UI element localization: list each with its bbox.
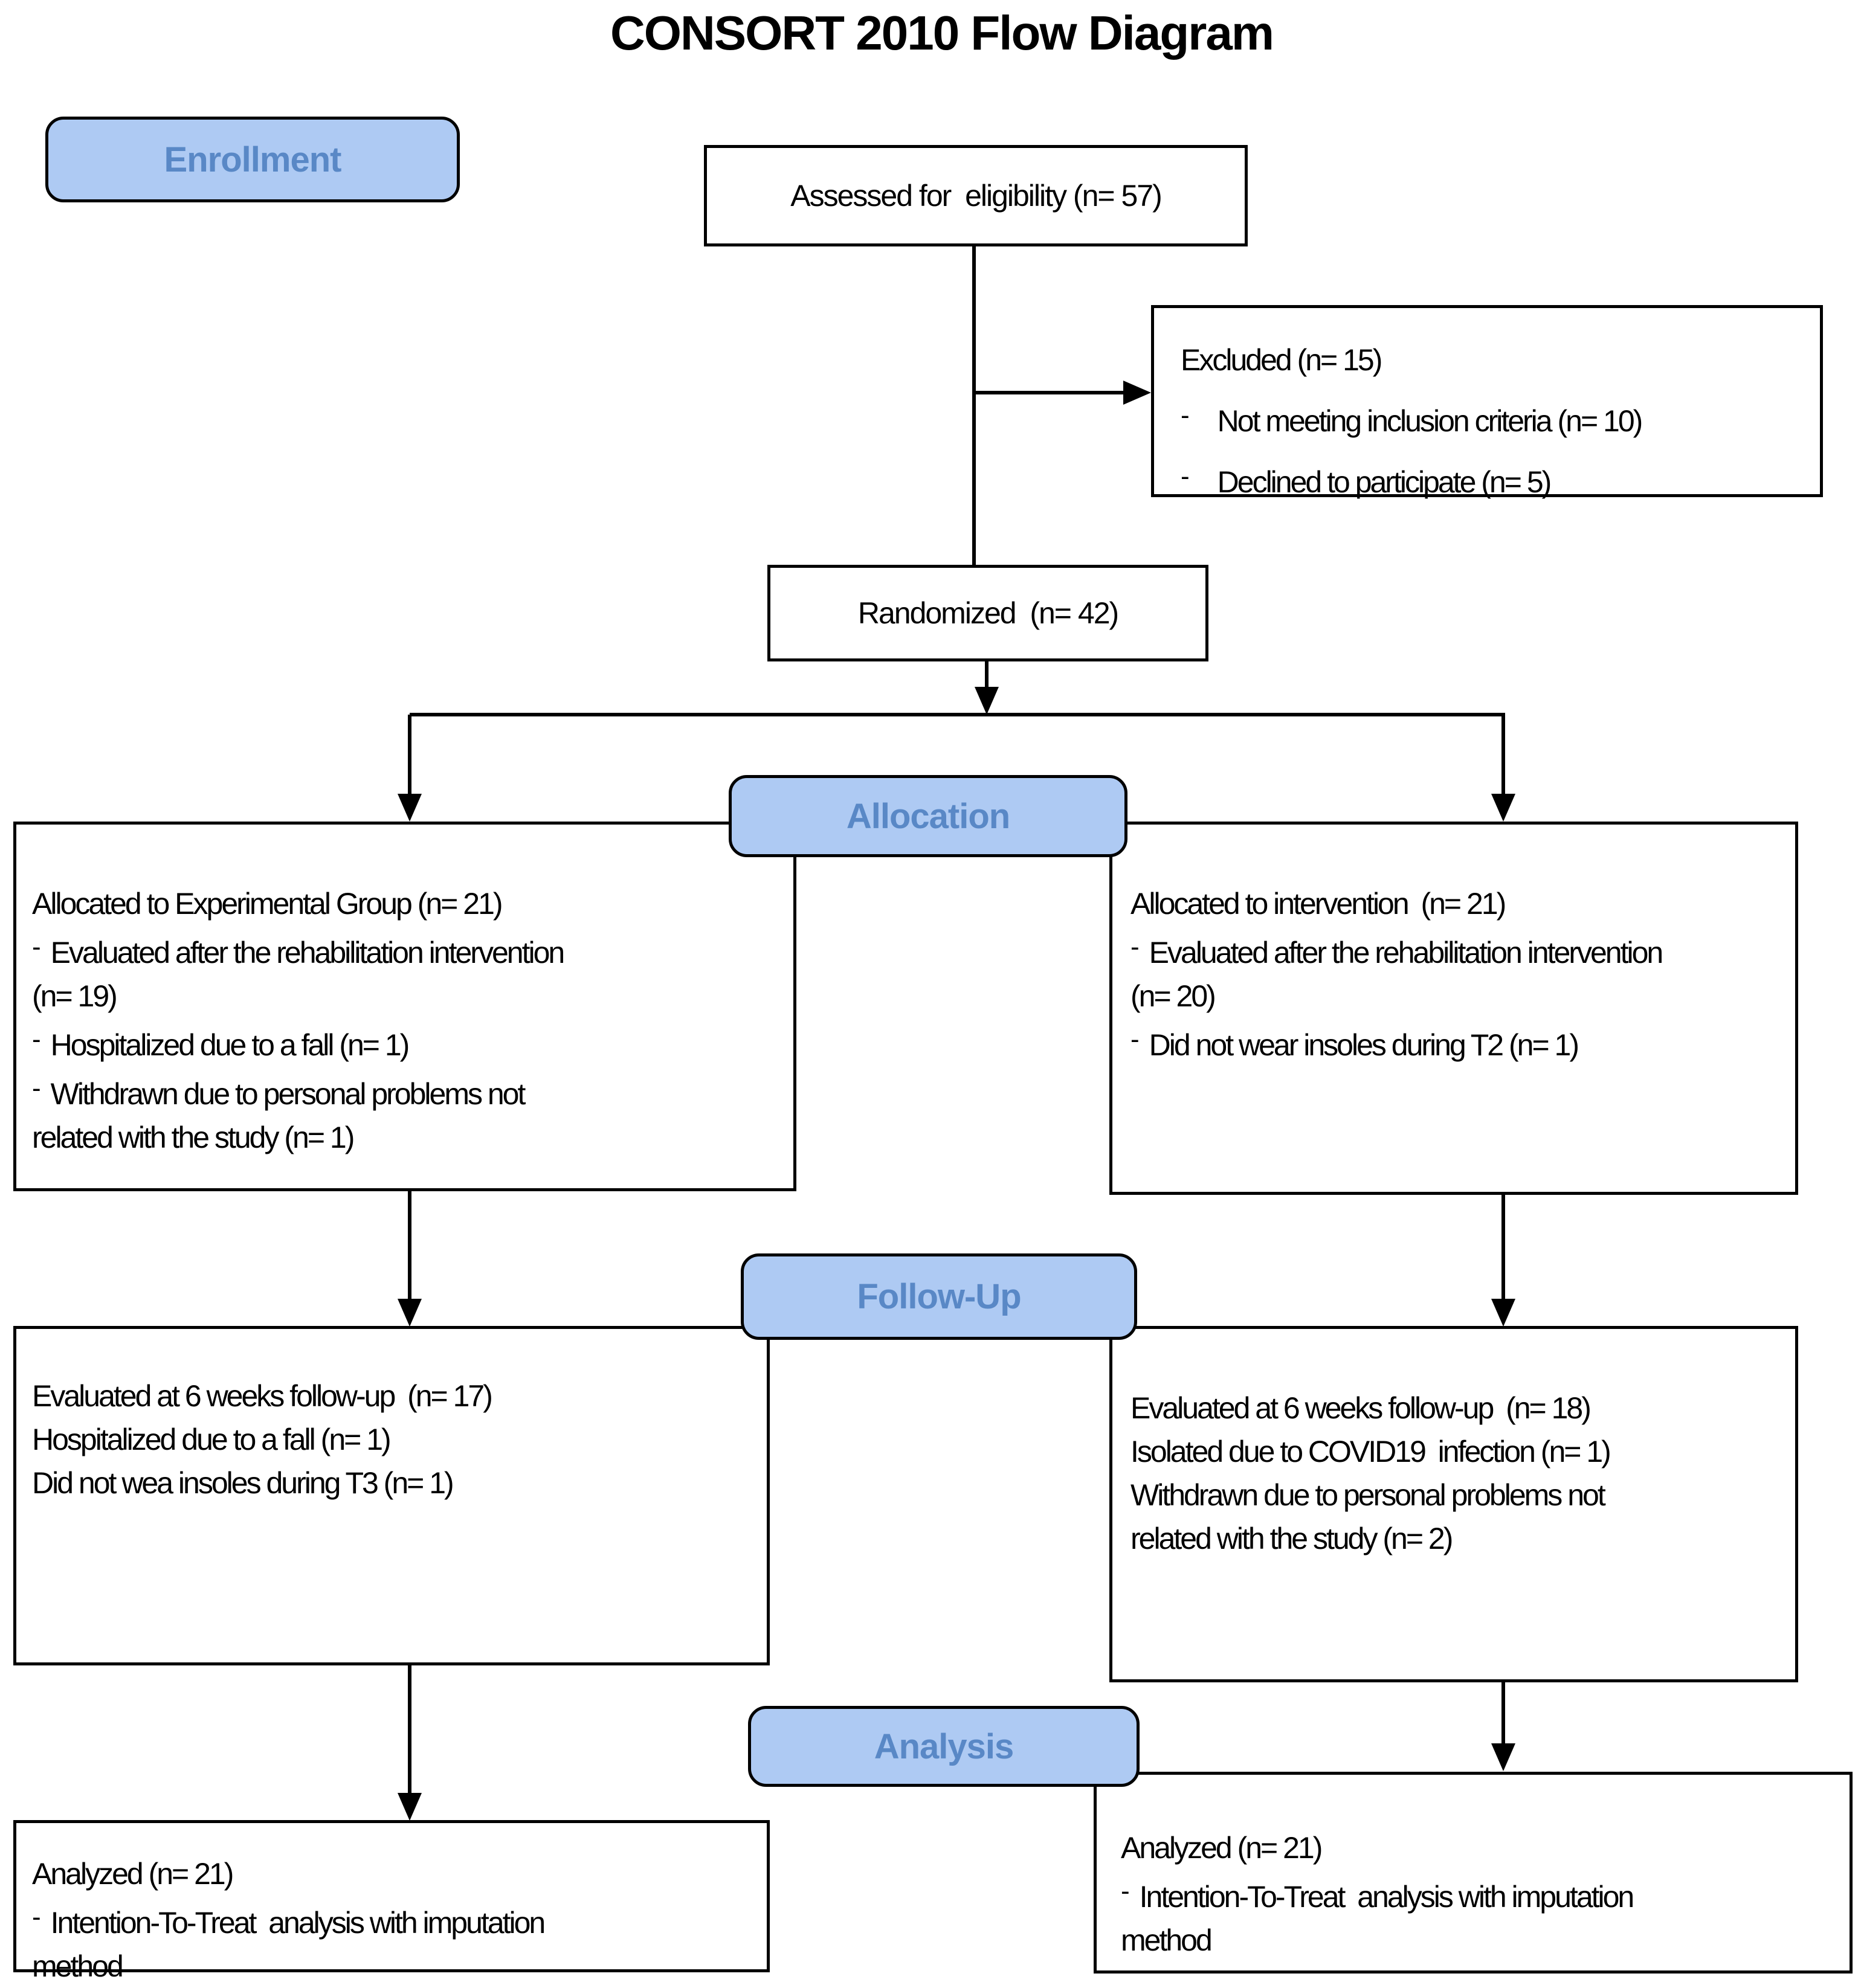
connector-alloc-to-fu-right (1501, 1195, 1505, 1300)
bullet-dash: - (1181, 462, 1190, 491)
box-followup-left: Evaluated at 6 weeks follow-up (n= 17) Ho… (13, 1326, 770, 1665)
stage-badge-followup: Follow-Up (741, 1253, 1137, 1340)
stage-badge-allocation-label: Allocation (846, 796, 1010, 836)
connector-randomized-to-branch (985, 661, 989, 692)
stage-badge-analysis-label: Analysis (874, 1726, 1014, 1766)
connector-alloc-to-fu-left (408, 1191, 411, 1300)
text-line: Analyzed (n= 21) (32, 1857, 234, 1891)
page-title: CONSORT 2010 Flow Diagram (610, 6, 1274, 60)
stage-badge-enrollment: Enrollment (45, 117, 460, 202)
connector-fu-to-an-right (1501, 1682, 1505, 1744)
bullet-dash: - (32, 1025, 41, 1054)
bullet-dash: - (1121, 1876, 1130, 1906)
text-line: Analyzed (n= 21) (1121, 1831, 1323, 1865)
text-line: -Withdrawn due to personal problems not (32, 1067, 790, 1116)
text-line: Allocated to Experimental Group (n= 21) (32, 887, 503, 921)
box-analysis-right: Analyzed (n= 21) -Intention-To-Treat anal… (1094, 1772, 1853, 1974)
stage-badge-analysis: Analysis (748, 1706, 1140, 1787)
arrowhead-fu-left (398, 1299, 422, 1327)
text-line: -Evaluated after the rehabilitation inte… (32, 925, 790, 974)
arrowhead-fu-right (1491, 1299, 1515, 1327)
arrowhead-an-left (398, 1793, 422, 1821)
text-line: related with the study (n= 1) (32, 1121, 355, 1154)
arrowhead-an-right (1491, 1743, 1515, 1771)
box-allocation-intervention: Allocated to intervention (n= 21) -Evalua… (1109, 822, 1798, 1195)
connector-branch-horizontal (410, 713, 1505, 716)
text-line: -Intention-To-Treat analysis with imputa… (1121, 1870, 1847, 1919)
connector-fu-to-an-left (408, 1665, 411, 1793)
bullet-dash: - (1130, 932, 1140, 962)
connector-to-excluded (976, 391, 1123, 394)
arrowhead-alloc-left (398, 794, 422, 822)
stage-badge-enrollment-label: Enrollment (164, 140, 342, 179)
text-line: Withdrawn due to personal problems not (1130, 1478, 1606, 1512)
text-line: Allocated to intervention (n= 21) (1130, 887, 1506, 921)
text-line: Randomized (n= 42) (857, 596, 1119, 630)
text-line: method (32, 1949, 124, 1983)
arrowhead-alloc-right (1491, 794, 1515, 822)
text-line: -Did not wear insoles during T2 (n= 1) (1130, 1018, 1793, 1067)
text-line: Did not wea insoles during T3 (n= 1) (32, 1466, 454, 1500)
text-line: -Declined to participate (n= 5) (1181, 449, 1808, 510)
arrowhead-excluded (1123, 381, 1151, 405)
connector-branch-to-alloc-left (408, 715, 411, 794)
text-line: Assessed for eligibility (n= 57) (790, 179, 1162, 213)
text-line: (n= 20) (1130, 979, 1216, 1013)
connector-assessed-to-randomized (972, 246, 976, 565)
connector-branch-to-alloc-right (1501, 715, 1505, 794)
bullet-dash: - (32, 1073, 41, 1103)
bullet-dash: - (1130, 1025, 1140, 1054)
box-allocation-experimental: Allocated to Experimental Group (n= 21) -… (13, 822, 796, 1191)
bullet-dash: - (32, 1902, 41, 1932)
stage-badge-followup-label: Follow-Up (857, 1277, 1021, 1316)
text-line: related with the study (n= 2) (1130, 1522, 1453, 1555)
text-line: Hospitalized due to a fall (n= 1) (32, 1423, 392, 1456)
box-randomized: Randomized (n= 42) (767, 565, 1208, 661)
box-assessed-eligibility: Assessed for eligibility (n= 57) (704, 145, 1248, 246)
arrowhead-branch (975, 687, 999, 715)
text-line: Isolated due to COVID19 infection (n= 1) (1130, 1435, 1611, 1468)
bullet-dash: - (1181, 400, 1190, 430)
text-line: Evaluated at 6 weeks follow-up (n= 17) (32, 1379, 493, 1413)
text-line: -Hospitalized due to a fall (n= 1) (32, 1018, 790, 1067)
text-line: Excluded (n= 15) (1181, 343, 1382, 377)
stage-badge-allocation: Allocation (729, 775, 1127, 857)
box-excluded: Excluded (n= 15) -Not meeting inclusion c… (1151, 305, 1823, 499)
text-line: -Evaluated after the rehabilitation inte… (1130, 925, 1793, 974)
box-analysis-left: Analyzed (n= 21) -Intention-To-Treat anal… (13, 1820, 770, 1983)
text-line: Evaluated at 6 weeks follow-up (n= 18) (1130, 1391, 1592, 1425)
text-line: (n= 19) (32, 979, 118, 1013)
bullet-dash: - (32, 932, 41, 962)
text-line: method (1121, 1923, 1213, 1957)
text-line: -Intention-To-Treat analysis with imputa… (32, 1896, 763, 1945)
text-line: -Not meeting inclusion criteria (n= 10) (1181, 388, 1808, 449)
box-followup-right: Evaluated at 6 weeks follow-up (n= 18) Is… (1109, 1326, 1798, 1682)
